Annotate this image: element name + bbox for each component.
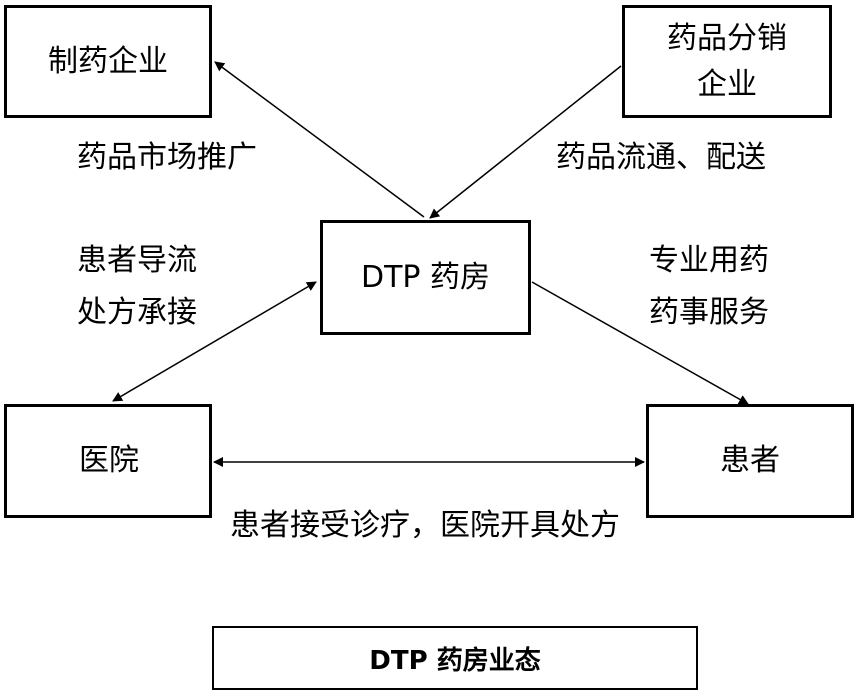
- arrow-hospital-pharmacy: [112, 281, 317, 402]
- node-dtp-pharmacy-label: DTP 药房: [360, 259, 491, 295]
- node-manufacturer-label: 制药企业: [48, 43, 168, 79]
- edge-label-market-promotion: 药品市场推广: [77, 140, 257, 175]
- edge-label-pharmacy-patient: 专业用药 药事服务: [649, 235, 769, 339]
- node-hospital: 医院: [4, 404, 212, 518]
- node-distributor: 药品分销 企业: [622, 5, 832, 118]
- node-distributor-label-line2: 企业: [697, 66, 757, 102]
- edge-label-pharmacy-patient-line1: 专业用药: [649, 243, 769, 278]
- edge-label-hospital-pharmacy-line2: 处方承接: [77, 295, 197, 330]
- node-patient-label: 患者: [720, 443, 780, 478]
- diagram-caption-text: DTP 药房业态: [369, 645, 541, 676]
- node-hospital-label: 医院: [79, 443, 139, 478]
- edge-label-hospital-pharmacy-line1: 患者导流: [77, 243, 197, 278]
- arrow-pharmacy-to-manufacturer: [214, 61, 425, 218]
- edge-label-distribution: 药品流通、配送: [556, 140, 766, 175]
- diagram-caption: DTP 药房业态: [212, 626, 698, 690]
- edge-label-pharmacy-patient-line2: 药事服务: [649, 295, 769, 330]
- edge-label-hospital-patient: 患者接受诊疗，医院开具处方: [230, 508, 620, 543]
- node-patient: 患者: [646, 404, 854, 518]
- node-dtp-pharmacy: DTP 药房: [320, 220, 531, 335]
- node-distributor-label-line1: 药品分销: [667, 20, 787, 56]
- node-manufacturer: 制药企业: [4, 5, 212, 118]
- edge-label-hospital-pharmacy: 患者导流 处方承接: [77, 235, 197, 339]
- arrow-pharmacy-to-patient: [531, 281, 749, 405]
- arrow-distributor-to-pharmacy: [429, 65, 622, 219]
